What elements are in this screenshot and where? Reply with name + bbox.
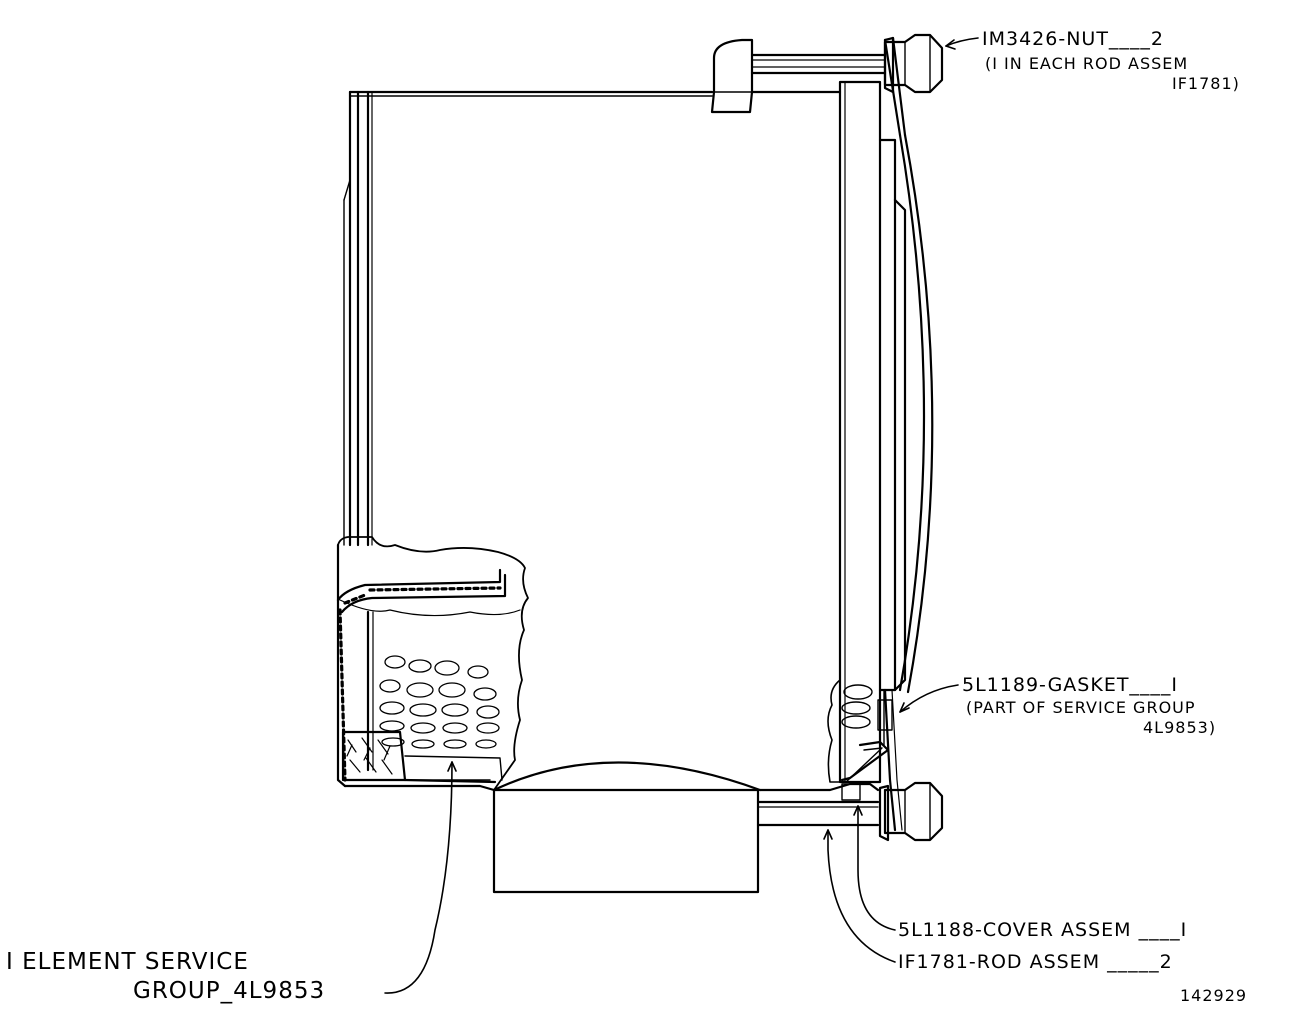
gasket-note-line2: 4L9853) — [1143, 718, 1217, 737]
leader-cover — [857, 805, 896, 931]
top-nut — [883, 33, 944, 94]
bottom-nut — [878, 781, 944, 842]
canister-body — [343, 90, 714, 792]
element-cutaway — [336, 536, 529, 791]
perforation-holes — [379, 655, 500, 749]
figure-number: 142929 — [1180, 986, 1248, 1005]
element-label-line1: I ELEMENT SERVICE — [6, 949, 249, 975]
cover-label: 5L1188-COVER ASSEM ____I — [898, 919, 1188, 941]
leader-gasket — [899, 684, 959, 713]
element-label-line2: GROUP_4L9853 — [133, 978, 326, 1004]
gasket-label: 5L1189-GASKET____I — [962, 674, 1179, 696]
leader-lines — [384, 37, 979, 994]
rod-label: IF1781-ROD ASSEM _____2 — [898, 951, 1173, 973]
leader-rod — [827, 829, 896, 963]
nut-note-line1: (I IN EACH ROD ASSEM — [985, 54, 1189, 73]
nut-note-line2: IF1781) — [1172, 74, 1240, 93]
side-bracket — [838, 36, 934, 832]
gasket-note-line1: (PART OF SERVICE GROUP — [966, 698, 1196, 717]
seal-hatching — [346, 737, 393, 775]
nut-label: IM3426-NUT____2 — [982, 28, 1165, 50]
cover-assembly — [492, 761, 880, 894]
gasket-cutaway — [827, 679, 893, 801]
leader-element — [384, 761, 453, 994]
upper-rod-assembly — [710, 38, 887, 114]
